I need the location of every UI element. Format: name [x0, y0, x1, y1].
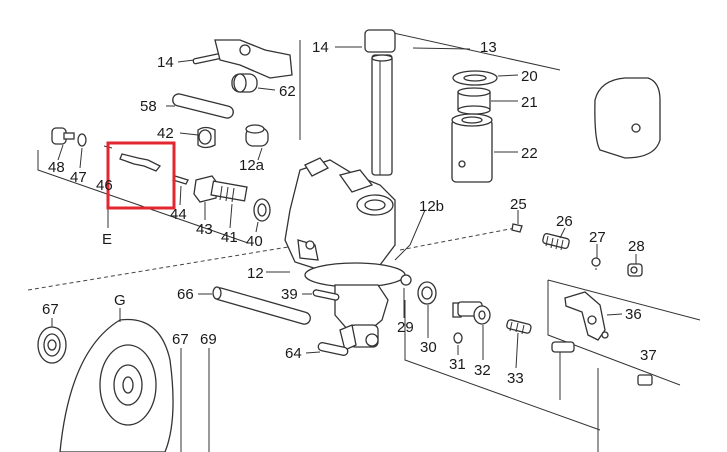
spring-26 — [542, 232, 570, 251]
pin-64 — [317, 342, 349, 356]
label-26: 26 — [556, 213, 573, 230]
sleeve-22 — [451, 113, 493, 183]
label-48: 48 — [48, 159, 65, 176]
pin-45 — [119, 153, 162, 172]
spring-33 — [506, 319, 532, 335]
lever-36 — [564, 291, 609, 341]
spring-37 — [637, 374, 653, 386]
washer-30 — [417, 281, 437, 305]
label-21: 21 — [521, 94, 538, 111]
label-42: 42 — [157, 125, 174, 142]
label-66: 66 — [177, 286, 194, 303]
label-44: 44 — [170, 206, 187, 223]
label-14a: 14 — [157, 54, 174, 71]
label-13: 13 — [480, 39, 497, 56]
washer-20 — [452, 70, 498, 86]
pin-25 — [511, 223, 523, 233]
screw-48 — [51, 127, 75, 145]
label-32: 32 — [474, 362, 491, 379]
roller-62 — [231, 73, 258, 93]
label-E: E — [102, 231, 112, 248]
label-58: 58 — [140, 98, 157, 115]
housing-12 — [284, 157, 406, 351]
label-12b: 12b — [419, 198, 444, 215]
label-47: 47 — [70, 169, 87, 186]
label-36: 36 — [625, 306, 642, 323]
pin-39 — [312, 289, 340, 301]
ball-27 — [591, 257, 601, 267]
label-28: 28 — [628, 238, 645, 255]
bushing-21 — [457, 87, 491, 115]
label-27: 27 — [589, 229, 606, 246]
ball-29 — [400, 274, 412, 286]
label-64: 64 — [285, 345, 302, 362]
bushing-42 — [197, 126, 216, 149]
cap-12a — [245, 124, 269, 147]
bearing-67 — [37, 326, 67, 364]
highlight-box — [106, 141, 176, 210]
pin-lower-right — [551, 341, 575, 400]
label-37: 37 — [640, 347, 657, 364]
label-67b: 67 — [172, 331, 189, 348]
label-67a: 67 — [42, 301, 59, 318]
label-14b: 14 — [312, 39, 329, 56]
label-40: 40 — [246, 233, 263, 250]
washer-47 — [77, 133, 87, 147]
label-29: 29 — [397, 319, 414, 336]
label-25: 25 — [510, 196, 527, 213]
label-G: G — [114, 292, 126, 309]
screw-28 — [627, 263, 643, 277]
label-22: 22 — [521, 145, 538, 162]
washer-40 — [253, 198, 271, 222]
cover-cap — [594, 77, 661, 159]
frame-lines — [27, 29, 701, 431]
label-43: 43 — [196, 221, 213, 238]
label-46: 46 — [96, 177, 113, 194]
label-39: 39 — [281, 286, 298, 303]
shaft-13 — [364, 29, 396, 176]
label-30: 30 — [420, 339, 437, 356]
label-12a: 12a — [239, 157, 265, 174]
body-fragment-top — [214, 39, 293, 79]
bolt-32 — [457, 301, 491, 325]
label-20: 20 — [521, 68, 538, 85]
bolt-43 — [193, 175, 248, 203]
shaft-66 — [212, 286, 311, 325]
callout-labels: 14 14 13 62 20 21 22 58 42 12a 48 47 46 … — [42, 39, 657, 387]
label-69: 69 — [200, 331, 217, 348]
label-31: 31 — [449, 356, 466, 373]
label-12: 12 — [247, 265, 264, 282]
shaft-58 — [172, 93, 234, 119]
label-41: 41 — [221, 229, 238, 246]
label-62: 62 — [279, 83, 296, 100]
wheel-G — [59, 318, 174, 452]
label-33: 33 — [507, 370, 524, 387]
